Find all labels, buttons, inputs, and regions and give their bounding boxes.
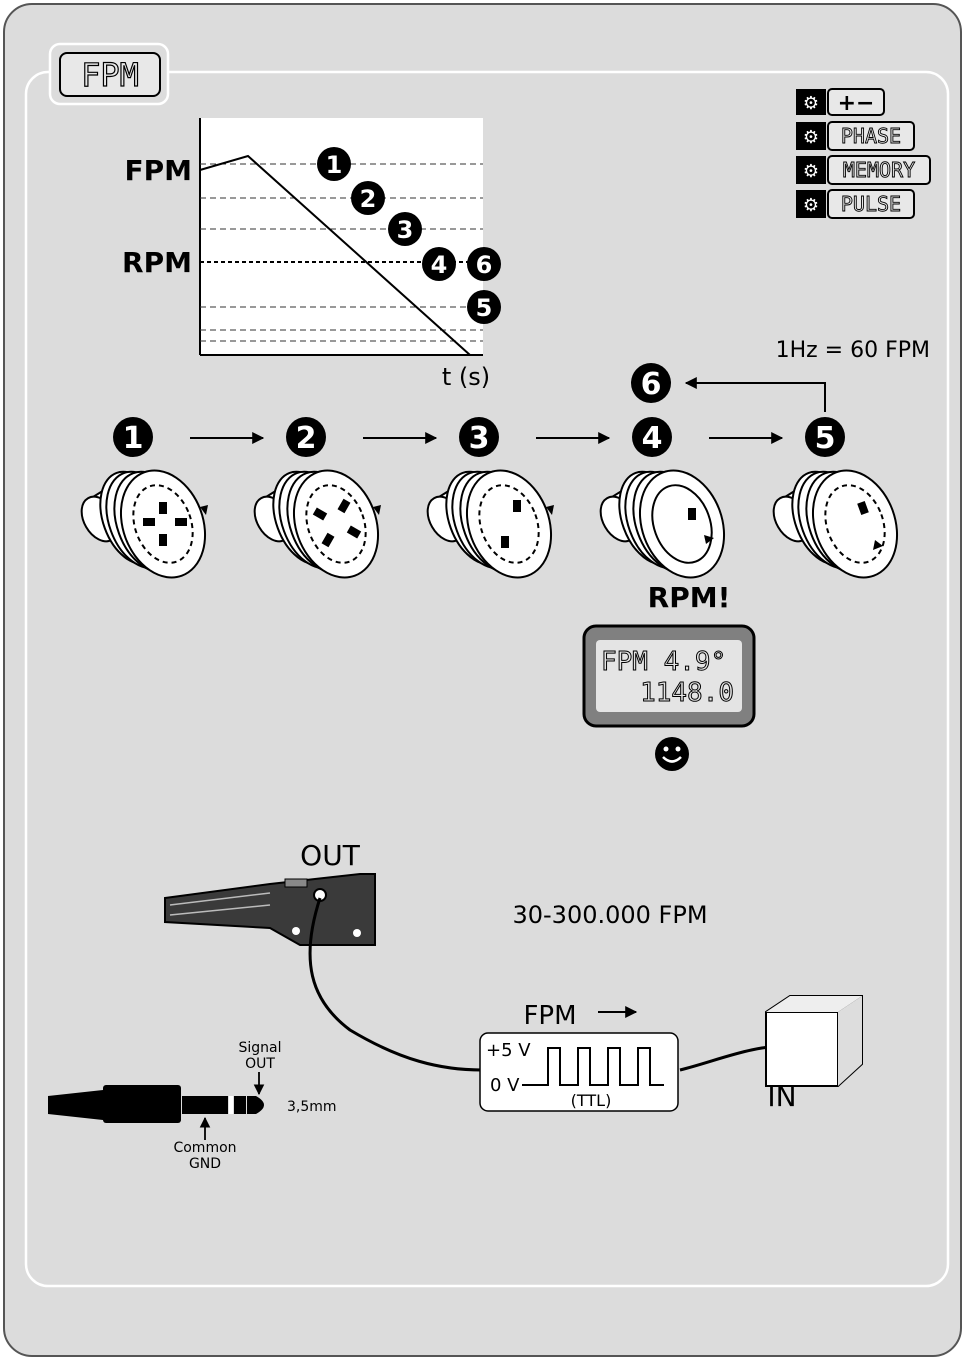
memory-label: MEMORY [843, 158, 915, 182]
graph-marker-3 [388, 212, 422, 246]
step-4-label: 4 [642, 421, 663, 456]
graph-marker-2 [351, 181, 385, 215]
out-label: OUT [300, 839, 361, 872]
jack-signal-label-2: OUT [245, 1056, 275, 1072]
graph-marker-4 [422, 247, 456, 281]
inner-panel [24, 70, 950, 1288]
settings-phase: ⚙ PHASE [796, 121, 915, 151]
step-5-badge [805, 417, 845, 457]
graph-marker-6-label: 6 [476, 251, 493, 279]
gear-icon: ⚙ [803, 161, 819, 182]
jack-gnd-label-1: Common [173, 1140, 236, 1156]
step-4-badge [632, 417, 672, 457]
lcd-line-1: FPM 4.9° [601, 647, 726, 677]
stroboscope-device [164, 873, 376, 946]
graph-marker-2-label: 2 [360, 185, 377, 213]
gear-icon: ⚙ [803, 93, 819, 114]
in-label: IN [767, 1080, 796, 1113]
voltage-high: +5 V [486, 1040, 531, 1061]
graph-marker-1-label: 1 [326, 151, 343, 179]
settings-plus-minus: ⚙ +− [796, 88, 885, 116]
step-sequence: 1 2 3 4 5 6 [113, 363, 845, 457]
audio-jack-plug [48, 1085, 264, 1123]
step-2-badge [286, 417, 326, 457]
settings-pulse: ⚙ PULSE [796, 189, 915, 219]
step-6-label: 6 [641, 367, 662, 402]
rpm-found-label: RPM! [648, 581, 731, 614]
graph-marker-4-label: 4 [431, 251, 448, 279]
shaft-3 [426, 469, 554, 579]
frequency-graph: FPM RPM t (s) 1 2 3 4 6 5 [122, 118, 501, 391]
fpm-range: 30-300.000 FPM [512, 901, 707, 929]
time-axis-label: t (s) [442, 363, 490, 391]
rpm-axis-label: RPM [122, 246, 192, 279]
mode-label-box [59, 52, 161, 97]
mode-label: FPM [81, 56, 139, 94]
shaft-4 [599, 469, 726, 579]
pulse-label: PULSE [841, 192, 901, 216]
gear-icon: ⚙ [803, 195, 819, 216]
arrow-5-6 [684, 377, 826, 412]
lcd-line-2: 1148.0 [640, 678, 734, 708]
square-wave [522, 1047, 664, 1086]
signal-title: FPM [523, 1001, 576, 1031]
signal-cable [308, 897, 483, 1072]
graph-marker-6 [467, 247, 501, 281]
shaft-5 [772, 469, 899, 579]
shaft-1 [80, 469, 208, 579]
graph-marker-5 [467, 290, 501, 324]
step-2-label: 2 [296, 421, 317, 456]
input-device-cube [765, 995, 863, 1087]
jack-signal-label-1: Signal [238, 1040, 281, 1056]
ttl-signal-box: +5 V 0 V (TTL) [479, 1032, 679, 1112]
smiley-icon [655, 737, 689, 771]
step-6-badge [631, 363, 671, 403]
step-1-badge [113, 417, 153, 457]
lcd-display: FPM 4.9° 1148.0 [582, 624, 756, 728]
jack-gnd-label-2: GND [189, 1156, 221, 1172]
gear-icon: ⚙ [803, 127, 819, 148]
conversion-note: 1Hz = 60 FPM [776, 338, 930, 363]
step-5-label: 5 [815, 421, 836, 456]
settings-memory: ⚙ MEMORY [796, 155, 931, 185]
fpm-axis-label: FPM [124, 154, 192, 187]
frequency-curve [199, 154, 471, 356]
graph-marker-1 [317, 147, 351, 181]
graph-marker-5-label: 5 [476, 294, 493, 322]
phase-label: PHASE [841, 124, 901, 148]
graph-marker-3-label: 3 [397, 216, 414, 244]
jack-size-label: 3,5mm [287, 1099, 337, 1115]
shaft-2 [253, 469, 381, 579]
step-3-badge [459, 417, 499, 457]
step-1-label: 1 [123, 421, 144, 456]
ttl-label: (TTL) [571, 1091, 612, 1110]
voltage-low: 0 V [490, 1075, 520, 1096]
plus-minus-label: +− [838, 91, 875, 116]
step-3-label: 3 [469, 421, 490, 456]
